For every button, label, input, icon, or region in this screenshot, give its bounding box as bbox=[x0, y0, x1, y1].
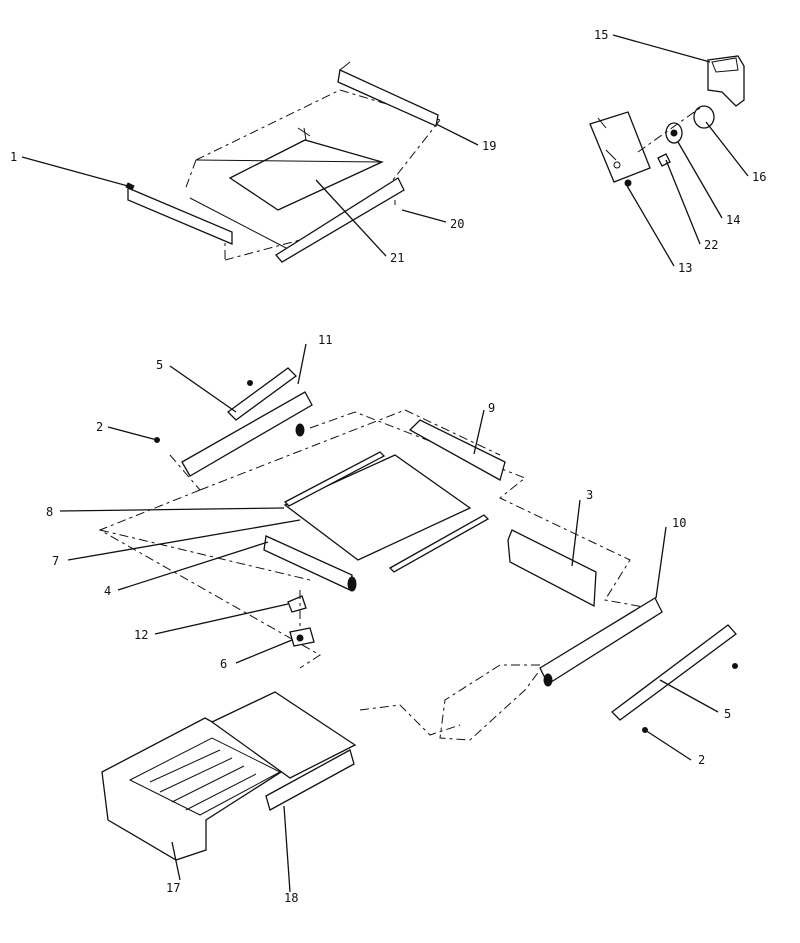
side-bracket-part bbox=[275, 177, 405, 263]
callout-3: 3 bbox=[586, 488, 593, 502]
callout-21: 21 bbox=[390, 251, 404, 265]
latch-part bbox=[287, 595, 307, 613]
crisper-drawer-assembly bbox=[101, 691, 357, 861]
leader-lines bbox=[21, 34, 749, 893]
trim-strip-lower-part bbox=[388, 514, 490, 573]
front-rail-part bbox=[127, 187, 233, 245]
dial-part bbox=[693, 105, 715, 129]
callout-5-upper: 5 bbox=[156, 358, 163, 372]
callout-17: 17 bbox=[166, 881, 180, 895]
callout-19: 19 bbox=[482, 139, 496, 153]
control-parts-group bbox=[589, 55, 745, 187]
left-rail-cover-part bbox=[227, 367, 297, 421]
main-glass-shelf-part bbox=[283, 454, 472, 561]
drawer-cover-part bbox=[210, 691, 357, 779]
callout-7: 7 bbox=[52, 554, 59, 568]
callout-2-lower: 2 bbox=[698, 753, 705, 767]
callout-6: 6 bbox=[220, 657, 227, 671]
callout-5-lower: 5 bbox=[724, 707, 731, 721]
callout-22: 22 bbox=[704, 238, 718, 252]
callout-1: 1 bbox=[10, 150, 17, 164]
rear-rail-part bbox=[337, 69, 439, 127]
housing-part bbox=[707, 55, 745, 107]
bracket-plate-part bbox=[589, 111, 651, 183]
callout-10: 10 bbox=[672, 516, 686, 530]
left-slide-rail-part bbox=[181, 391, 313, 477]
shelf-glass-part bbox=[228, 139, 384, 211]
callout-labels: 1 19 20 21 15 16 14 22 13 11 5 2 9 3 10 … bbox=[10, 28, 766, 905]
callout-4: 4 bbox=[104, 584, 111, 598]
callout-14: 14 bbox=[726, 213, 740, 227]
callout-8: 8 bbox=[46, 505, 53, 519]
drawer-front-trim-part bbox=[265, 749, 355, 811]
callout-18: 18 bbox=[284, 891, 298, 905]
callout-11: 11 bbox=[318, 333, 332, 347]
callout-12: 12 bbox=[134, 628, 148, 642]
right-slide-rail-part bbox=[539, 597, 663, 685]
top-shelf-assembly bbox=[125, 61, 441, 263]
callout-20: 20 bbox=[450, 217, 464, 231]
rear-channel-part bbox=[408, 419, 506, 481]
callout-9: 9 bbox=[488, 401, 495, 415]
main-assembly bbox=[98, 367, 738, 741]
callout-15: 15 bbox=[594, 28, 608, 42]
callout-2-upper: 2 bbox=[96, 420, 103, 434]
callout-13: 13 bbox=[678, 261, 692, 275]
trim-strip-part bbox=[283, 451, 386, 507]
callout-16: 16 bbox=[752, 170, 766, 184]
right-rail-cover-part bbox=[611, 624, 737, 721]
side-channel-part bbox=[507, 529, 597, 608]
